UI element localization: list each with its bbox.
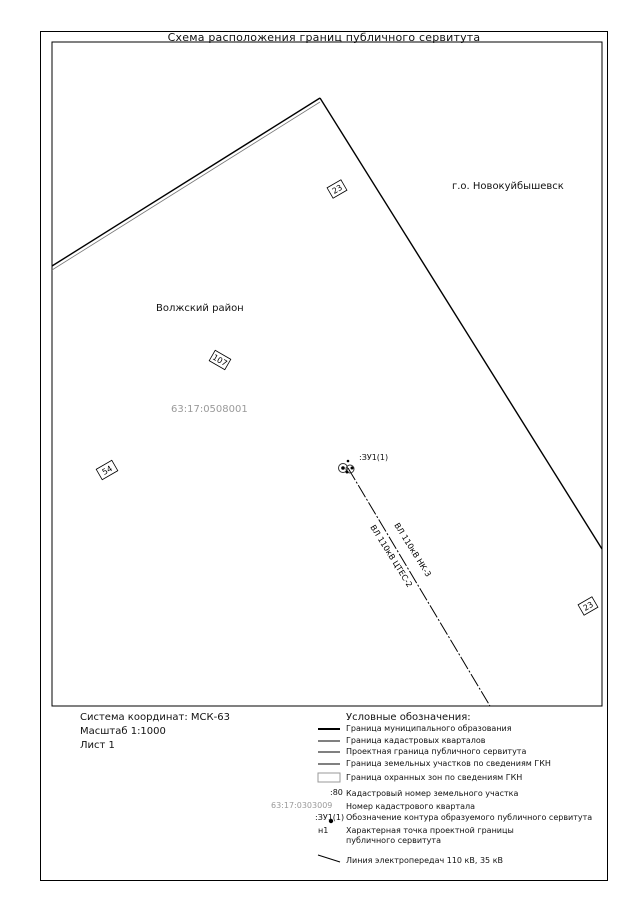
sheet-number: Лист 1: [80, 740, 115, 751]
legend-symbol-point-label: н1: [318, 826, 329, 835]
legend-item-protection-zone: Граница охранных зон по сведениям ГКН: [346, 773, 523, 782]
easement-contour-label: :ЗУ1(1): [359, 453, 389, 462]
legend-symbol-point: [328, 818, 334, 824]
legend-item-municipal: Граница муниципального образования: [346, 724, 512, 733]
legend-item-easement: Проектная граница публичного сервитута: [346, 747, 527, 756]
legend-item-parcel-number: Кадастровый номер земельного участка: [346, 789, 519, 798]
parcel-number: 23: [582, 600, 595, 613]
map-title: Схема расположения границ публичного сер…: [167, 31, 481, 44]
legend-symbol-protection-zone: [317, 772, 341, 783]
cadastral-quarter-number: 63:17:0508001: [171, 404, 248, 415]
municipality-label-left: Волжский район: [156, 303, 244, 314]
legend-symbol-quarter-number: 63:17:0303009: [271, 801, 333, 810]
legend-item-contour: Обозначение контура образуемого публично…: [346, 813, 593, 822]
map-scale: Масштаб 1:1000: [80, 726, 166, 737]
municipality-label-right: г.о. Новокуйбышевск: [452, 181, 564, 192]
legend-item-power-line: Линия электропередач 110 кВ, 35 кВ: [346, 856, 504, 865]
legend-symbol-parcel-number: :80: [330, 788, 343, 797]
legend-item-quarter: Граница кадастровых кварталов: [346, 736, 486, 745]
legend-symbol-power-line: [317, 854, 341, 863]
parcel-number-marker-23-right: [577, 596, 599, 616]
legend-title: Условные обозначения:: [346, 712, 471, 723]
parcel-number-marker-107: [208, 349, 232, 371]
map-sheet-frame: [40, 31, 608, 881]
easement-contour-symbol: [338, 459, 355, 474]
legend-item-point: Характерная точка проектной границы публ…: [346, 826, 514, 845]
coordinate-system: Система координат: МСК-63: [80, 712, 230, 723]
parcel-number: 54: [101, 464, 114, 477]
municipal-boundary: [51, 97, 603, 550]
parcel-number: 23: [331, 183, 344, 196]
parcel-number-marker-54: [95, 459, 119, 481]
power-line: [347, 467, 491, 707]
legend-symbol-contour: :ЗУ1(1): [315, 813, 345, 822]
legend-item-parcels: Граница земельных участков по сведениям …: [346, 759, 551, 768]
legend-item-quarter-number: Номер кадастрового квартала: [346, 802, 476, 811]
parcel-number-marker-23-top: [326, 179, 348, 199]
map-frame: [51, 41, 603, 707]
